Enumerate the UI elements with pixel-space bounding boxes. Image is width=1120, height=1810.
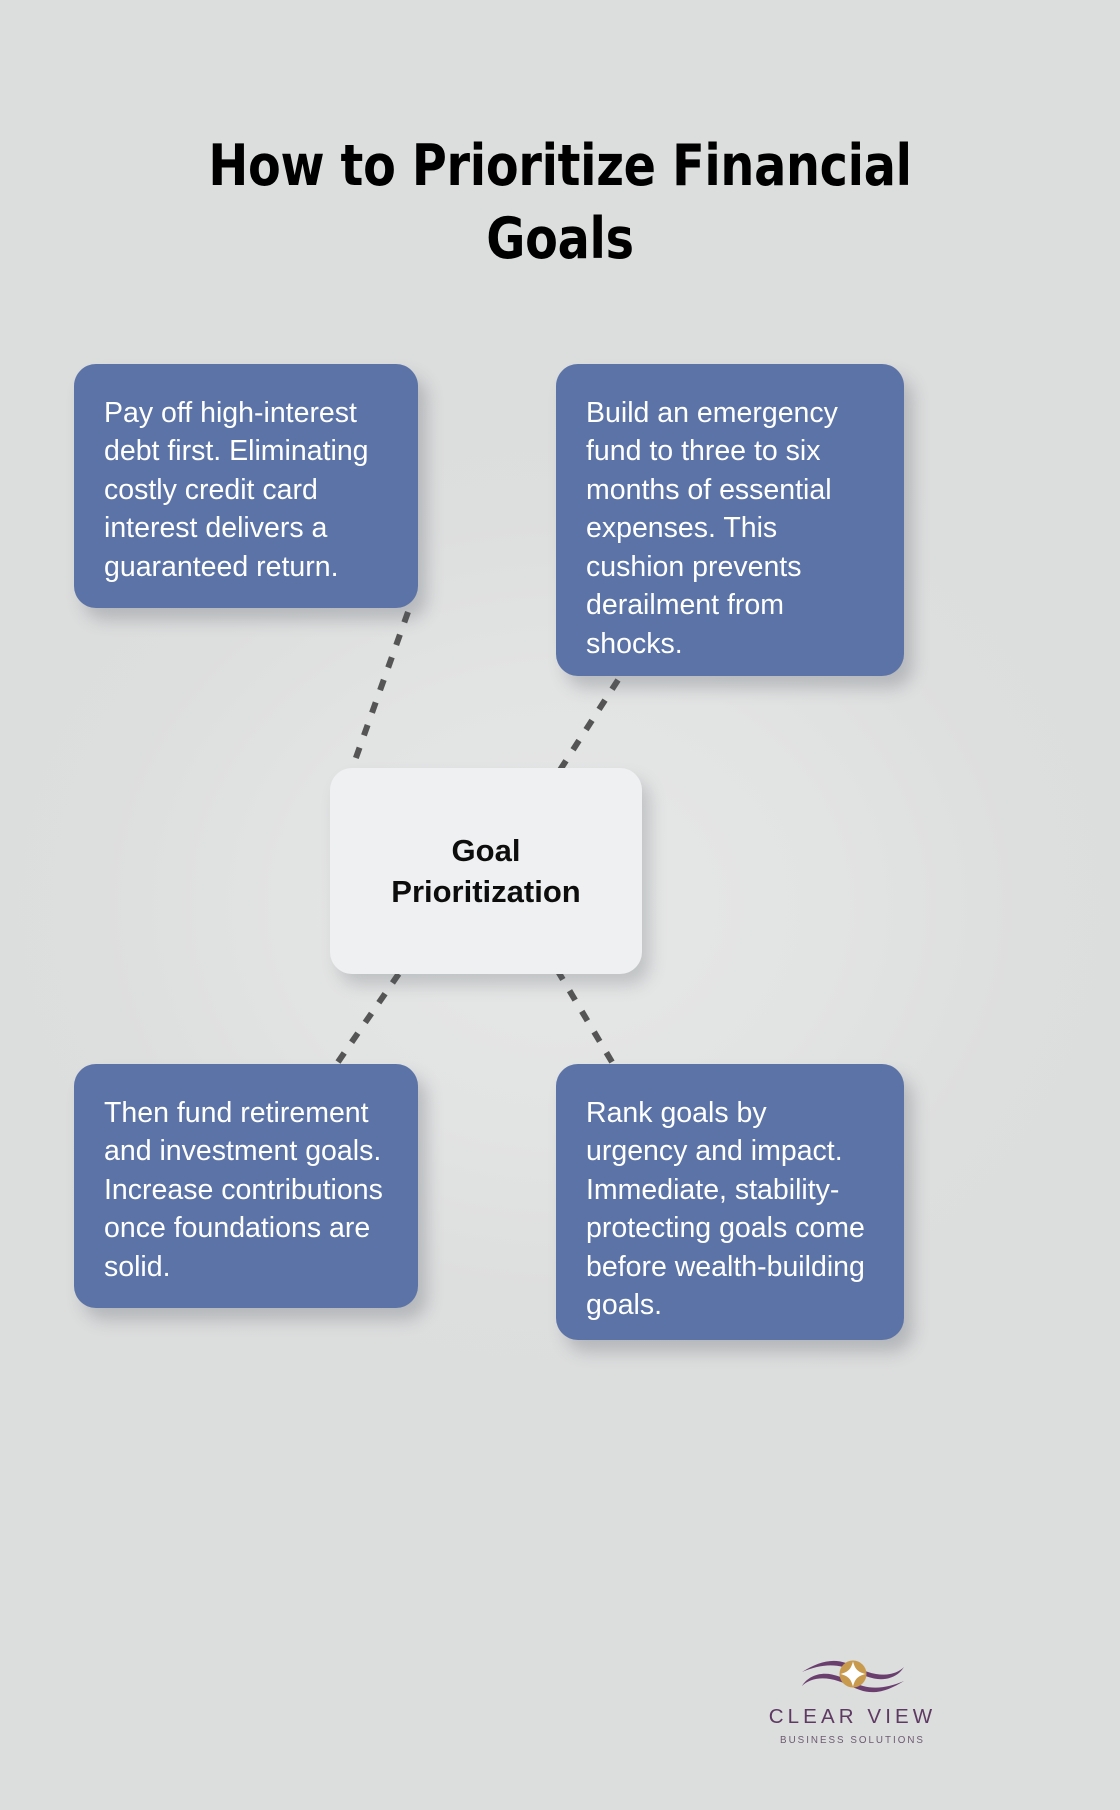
logo-tagline: BUSINESS SOLUTIONS xyxy=(780,1734,925,1746)
page-title: How to Prioritize Financial Goals xyxy=(208,133,912,273)
card-bottom-right-text: Rank goals by urgency and impact. Immedi… xyxy=(586,1097,865,1322)
logo-name: CLEAR VIEW xyxy=(768,1705,937,1728)
card-top-left: Pay off high-interest debt first. Elimin… xyxy=(74,364,418,608)
connector-top-left xyxy=(345,610,411,782)
card-top-right-text: Build an emergency fund to three to six … xyxy=(586,397,838,660)
card-top-right: Build an emergency fund to three to six … xyxy=(556,364,904,676)
connector-bottom-right xyxy=(553,966,615,1064)
eye-star-icon xyxy=(801,1660,904,1693)
card-bottom-right: Rank goals by urgency and impact. Immedi… xyxy=(556,1064,904,1340)
center-card: Goal Prioritization xyxy=(330,768,642,974)
card-bottom-left-text: Then fund retirement and investment goal… xyxy=(104,1097,383,1283)
connector-top-right xyxy=(557,678,621,772)
center-card-label: Goal Prioritization xyxy=(391,832,581,909)
connector-bottom-left xyxy=(335,970,403,1064)
card-top-left-text: Pay off high-interest debt first. Elimin… xyxy=(104,397,369,583)
card-bottom-left: Then fund retirement and investment goal… xyxy=(74,1064,418,1308)
brand-logo: CLEAR VIEW BUSINESS SOLUTIONS xyxy=(755,1648,950,1745)
